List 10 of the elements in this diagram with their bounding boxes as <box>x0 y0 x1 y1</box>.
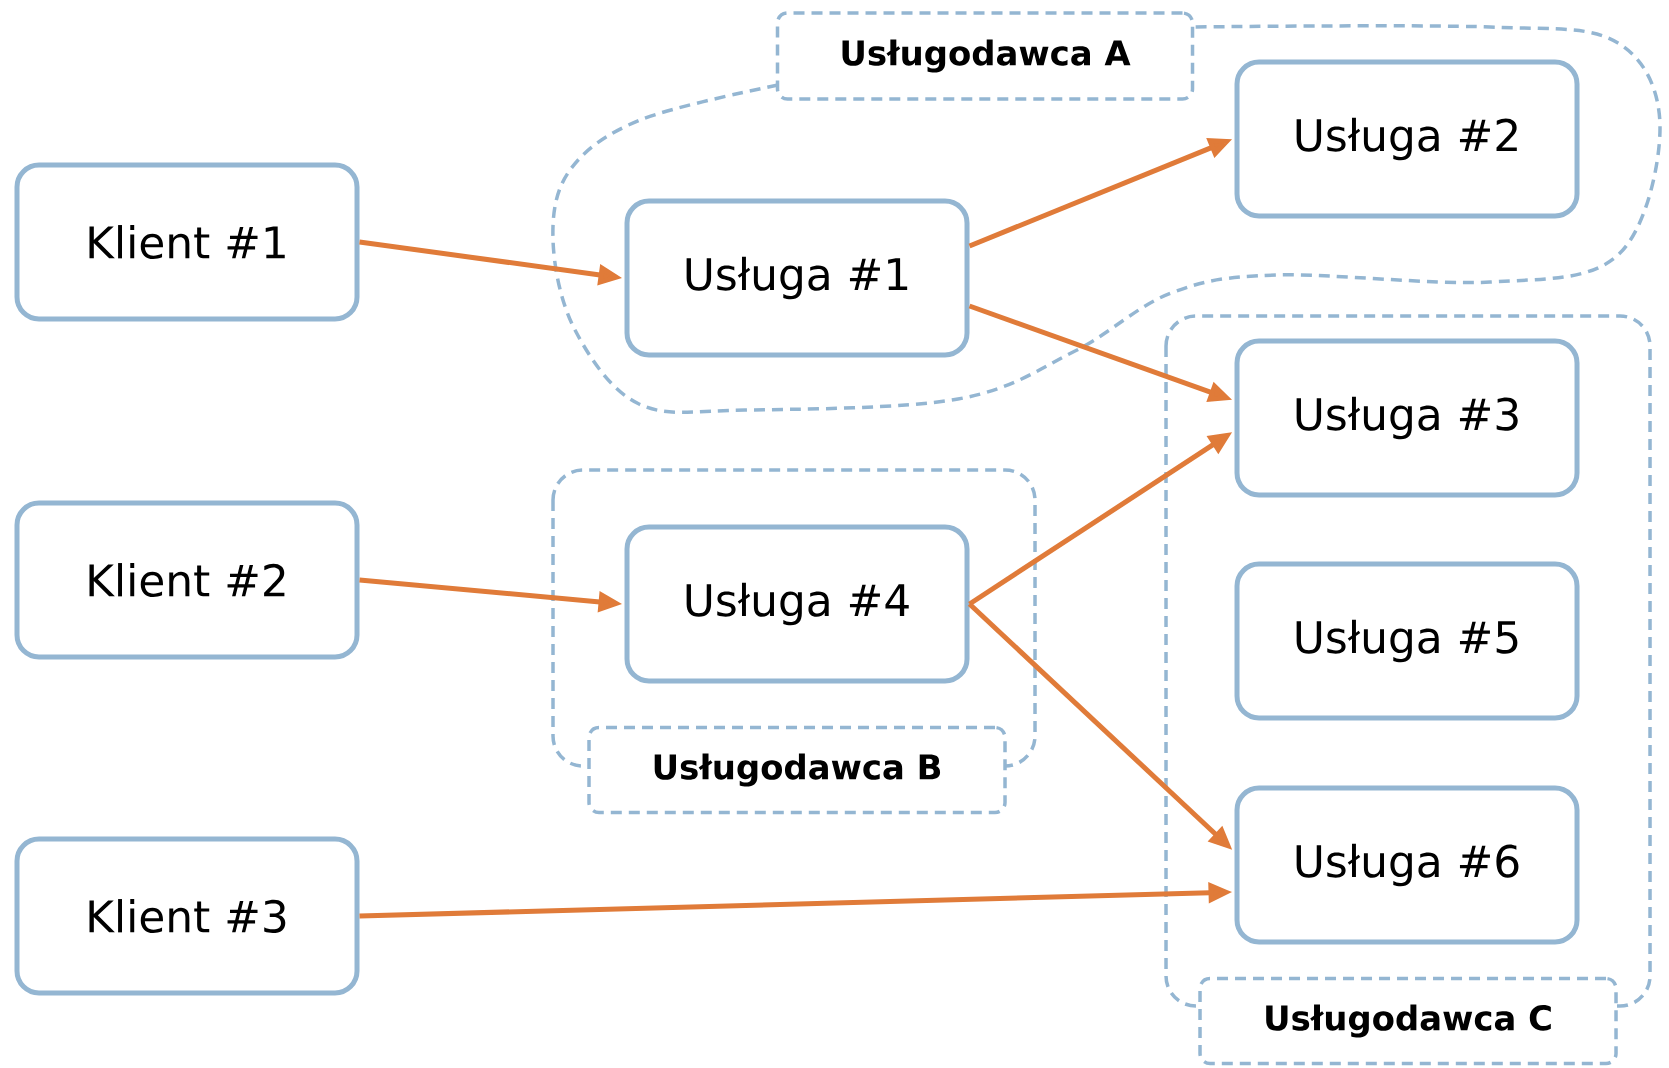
service-box: Usługa #5 <box>1234 561 1580 721</box>
node-label: Usługodawca C <box>1266 1004 1551 1038</box>
service-box: Usługa #4 <box>624 524 970 684</box>
service-box: Usługa #1 <box>624 198 970 358</box>
service-box: Usługa #2 <box>1234 59 1580 219</box>
service-box: Klient #2 <box>14 500 360 660</box>
service-box: Klient #3 <box>14 836 360 996</box>
service-box: Klient #1 <box>14 162 360 322</box>
service-box: Usługa #3 <box>1234 338 1580 498</box>
service-box: Usługa #6 <box>1234 785 1580 945</box>
